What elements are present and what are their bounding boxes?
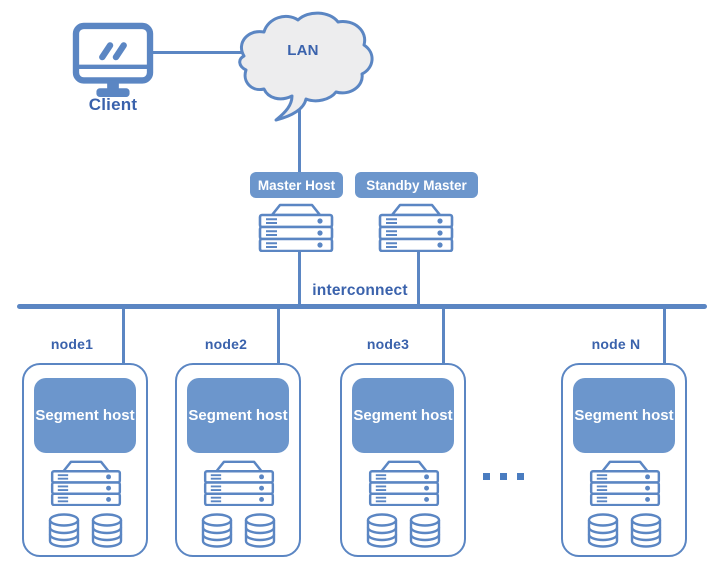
node2-box: Segment host <box>175 363 301 557</box>
server-icon <box>587 459 663 506</box>
database-icon <box>407 513 443 549</box>
database-icon <box>89 513 125 549</box>
segment-host-badge: Segment host <box>352 378 454 453</box>
segment-host-badge: Segment host <box>187 378 289 453</box>
cloud-icon <box>230 6 380 131</box>
ellipsis-icon <box>483 473 524 480</box>
node3-label: node3 <box>366 336 410 352</box>
monitor-icon <box>72 22 154 98</box>
master-interconnect-connector <box>298 249 301 306</box>
client-lan-connector <box>150 51 245 54</box>
server-icon <box>366 459 442 506</box>
node1-connector <box>122 308 125 364</box>
database-icon <box>199 513 235 549</box>
interconnect-bus <box>17 304 707 309</box>
node2-connector <box>277 308 280 364</box>
nodeN-connector <box>663 308 666 364</box>
segment-host-badge: Segment host <box>573 378 675 453</box>
node3-box: Segment host <box>340 363 466 557</box>
standby-master-badge: Standby Master <box>355 172 478 198</box>
node1-box: Segment host <box>22 363 148 557</box>
master-server-icon <box>256 202 336 252</box>
standby-interconnect-connector <box>417 249 420 306</box>
lan-master-connector <box>298 97 301 173</box>
database-icon <box>585 513 621 549</box>
database-icon <box>628 513 664 549</box>
interconnect-label: interconnect <box>312 282 408 299</box>
lan-label: LAN <box>287 42 319 59</box>
nodeN-label: node N <box>591 336 641 352</box>
node1-label: node1 <box>50 336 94 352</box>
database-icon <box>46 513 82 549</box>
database-icon <box>242 513 278 549</box>
server-icon <box>48 459 124 506</box>
nodeN-box: Segment host <box>561 363 687 557</box>
node2-label: node2 <box>204 336 248 352</box>
server-icon <box>201 459 277 506</box>
database-icon <box>364 513 400 549</box>
master-host-badge: Master Host <box>250 172 343 198</box>
standby-server-icon <box>376 202 456 252</box>
segment-host-badge: Segment host <box>34 378 136 453</box>
node3-connector <box>442 308 445 364</box>
client-label: Client <box>88 95 138 114</box>
